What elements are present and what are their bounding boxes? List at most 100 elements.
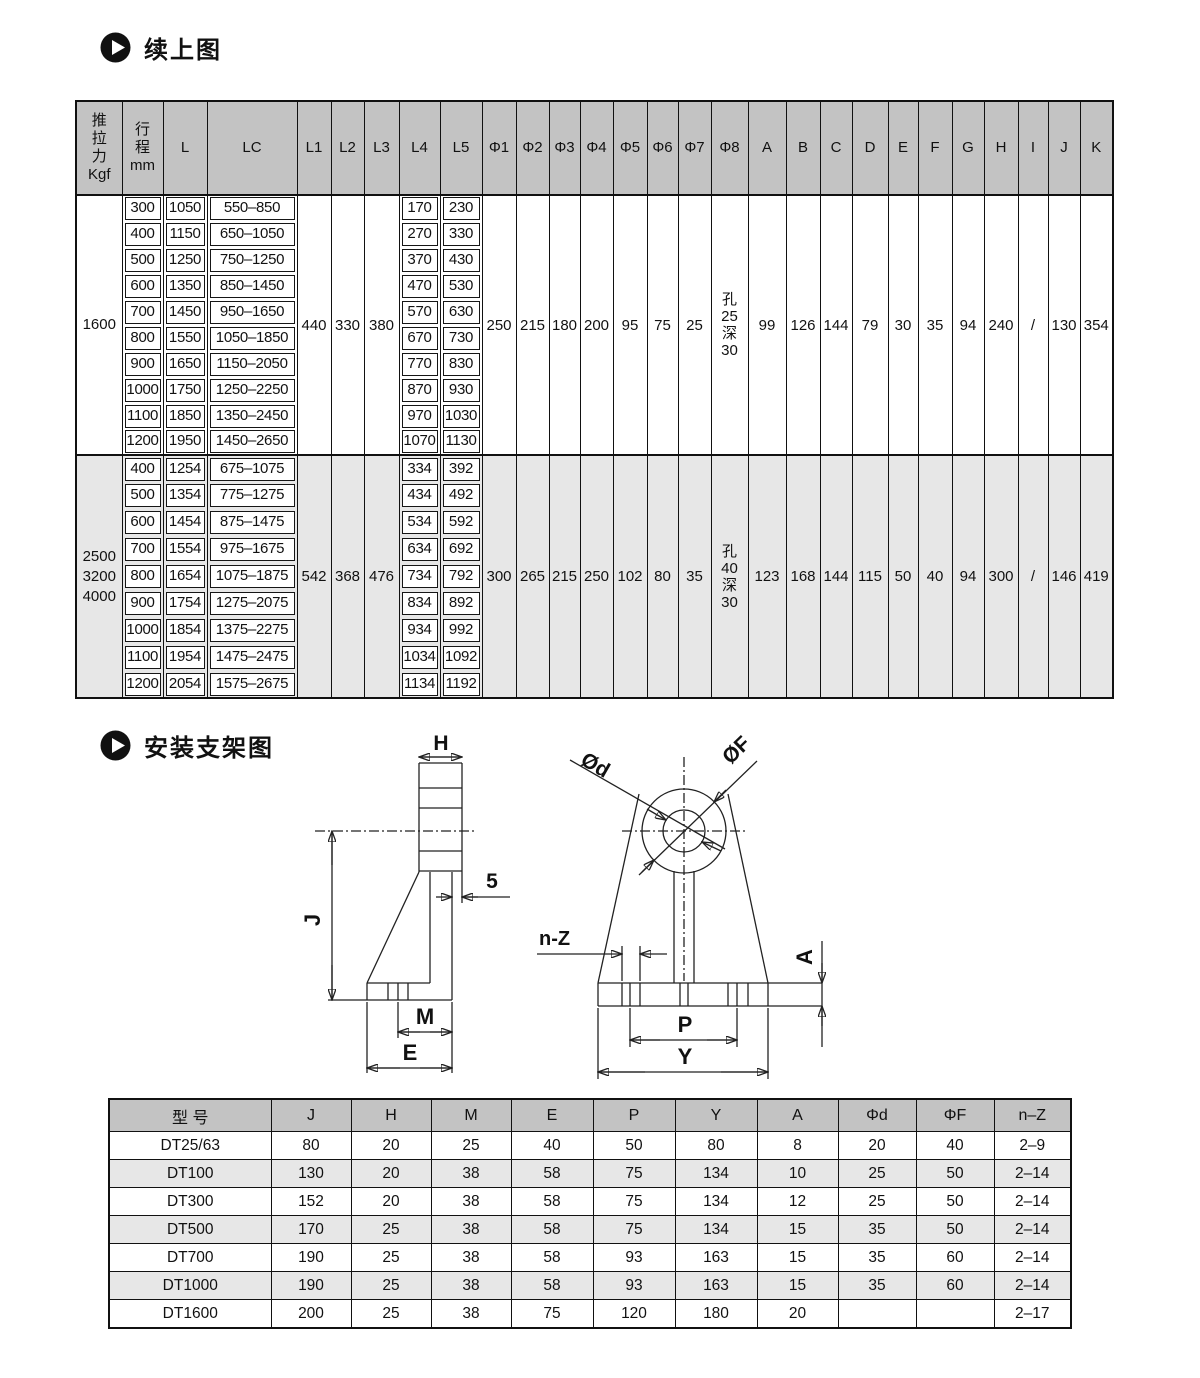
value-box: 770 xyxy=(401,352,438,376)
cell-L: 2054 xyxy=(162,671,208,698)
play-bullet-icon xyxy=(100,730,131,761)
value-box: 1850 xyxy=(165,404,205,428)
cell-L: 1954 xyxy=(162,644,208,671)
cell-value: 80 xyxy=(270,1131,352,1160)
cell-L4: 170 xyxy=(398,195,441,221)
cell-stroke: 1200 xyxy=(121,671,164,698)
cell-L2: 368 xyxy=(330,454,365,699)
cell-stroke: 700 xyxy=(121,299,164,325)
cell-phi2: 215 xyxy=(515,194,550,456)
cell-phi3: 215 xyxy=(548,454,581,699)
cell-letter: 144 xyxy=(819,454,853,699)
cell-value: 38 xyxy=(430,1271,512,1300)
cell-L: 1454 xyxy=(162,509,208,536)
section-bracket-title: 安装支架图 xyxy=(100,728,274,763)
cell-model: DT300 xyxy=(108,1187,272,1216)
bracket-table-header: 型 号 xyxy=(108,1098,272,1132)
cell-letter: / xyxy=(1017,194,1049,456)
bracket-front-view-drawing: Ød ØF n-Z A P Y xyxy=(537,735,835,1079)
cell-L5: 730 xyxy=(439,325,483,351)
value-box: 1200 xyxy=(124,672,161,696)
cell-value: 152 xyxy=(270,1187,352,1216)
cell-L5: 230 xyxy=(439,195,483,221)
cell-LC: 875–1475 xyxy=(206,509,298,536)
main-table-header: K xyxy=(1079,100,1114,196)
cell-L: 1354 xyxy=(162,482,208,509)
value-box: 870 xyxy=(401,378,438,402)
value-box: 400 xyxy=(124,457,161,481)
cell-value: 190 xyxy=(270,1243,352,1272)
cell-letter: 130 xyxy=(1047,194,1081,456)
cell-L4: 270 xyxy=(398,221,441,247)
cell-value: 40 xyxy=(510,1131,594,1160)
cell-L4: 770 xyxy=(398,351,441,377)
cell-value: 170 xyxy=(270,1215,352,1244)
main-table-header: C xyxy=(819,100,853,196)
value-box: 850–1450 xyxy=(209,274,295,298)
bracket-table-header: E xyxy=(510,1098,594,1132)
cell-model: DT100 xyxy=(108,1159,272,1188)
value-box: 775–1275 xyxy=(209,484,295,507)
cell-value: 200 xyxy=(270,1299,352,1329)
cell-stroke: 300 xyxy=(121,195,164,221)
value-box: 550–850 xyxy=(209,197,295,220)
cell-value: 93 xyxy=(592,1271,676,1300)
cell-value: 38 xyxy=(430,1299,512,1329)
main-table-header: A xyxy=(747,100,787,196)
cell-value: 50 xyxy=(592,1131,676,1160)
cell-LC: 775–1275 xyxy=(206,482,298,509)
cell-value: 58 xyxy=(510,1243,594,1272)
cell-model: DT1600 xyxy=(108,1299,272,1329)
value-box: 1954 xyxy=(165,646,205,669)
value-box: 650–1050 xyxy=(209,222,295,246)
cell-model: DT500 xyxy=(108,1215,272,1244)
cell-L3: 476 xyxy=(363,454,400,699)
main-table-header: E xyxy=(887,100,919,196)
cell-value: 2–14 xyxy=(993,1187,1072,1216)
cell-value: 12 xyxy=(756,1187,839,1216)
value-box: 1092 xyxy=(442,646,480,669)
value-box: 1350–2450 xyxy=(209,404,295,428)
cell-value: 163 xyxy=(674,1243,758,1272)
value-box: 630 xyxy=(442,300,480,324)
cell-letter: 126 xyxy=(785,194,821,456)
main-table-header: Φ2 xyxy=(515,100,550,196)
dim-label-phi-f: ØF xyxy=(718,735,755,769)
cell-value: 93 xyxy=(592,1243,676,1272)
bracket-table-header: H xyxy=(350,1098,432,1132)
cell-L4: 934 xyxy=(398,617,441,644)
cell-value: 15 xyxy=(756,1243,839,1272)
value-box: 1654 xyxy=(165,565,205,588)
cell-phi7: 25 xyxy=(677,194,712,456)
cell-value: 134 xyxy=(674,1187,758,1216)
dim-label-p: P xyxy=(678,1012,693,1037)
value-box: 1070 xyxy=(401,430,438,453)
cell-value: 15 xyxy=(756,1271,839,1300)
value-box: 230 xyxy=(442,197,480,220)
dim-label-phi-d: Ød xyxy=(577,748,614,783)
main-table-header: L2 xyxy=(330,100,365,196)
cell-L3: 380 xyxy=(363,194,400,456)
cell-stroke: 500 xyxy=(121,247,164,273)
cell-value: 20 xyxy=(350,1131,432,1160)
value-box: 1450–2650 xyxy=(209,430,295,453)
bracket-side-view-drawing: H 5 J M E xyxy=(300,735,510,1073)
cell-L2: 330 xyxy=(330,194,365,456)
value-box: 1250–2250 xyxy=(209,378,295,402)
cell-letter: 240 xyxy=(983,194,1019,456)
cell-L5: 630 xyxy=(439,299,483,325)
value-box: 1150 xyxy=(165,222,205,246)
cell-value: 180 xyxy=(674,1299,758,1329)
cell-LC: 675–1075 xyxy=(206,454,298,482)
main-table-header: 行 程 mm xyxy=(121,100,164,196)
cell-value: 25 xyxy=(837,1159,917,1188)
cell-stroke: 1100 xyxy=(121,403,164,429)
cell-L5: 492 xyxy=(439,482,483,509)
cell-value: 25 xyxy=(430,1131,512,1160)
bracket-table-header: P xyxy=(592,1098,676,1132)
value-box: 1254 xyxy=(165,457,205,481)
cell-LC: 1475–2475 xyxy=(206,644,298,671)
value-box: 170 xyxy=(401,197,438,220)
